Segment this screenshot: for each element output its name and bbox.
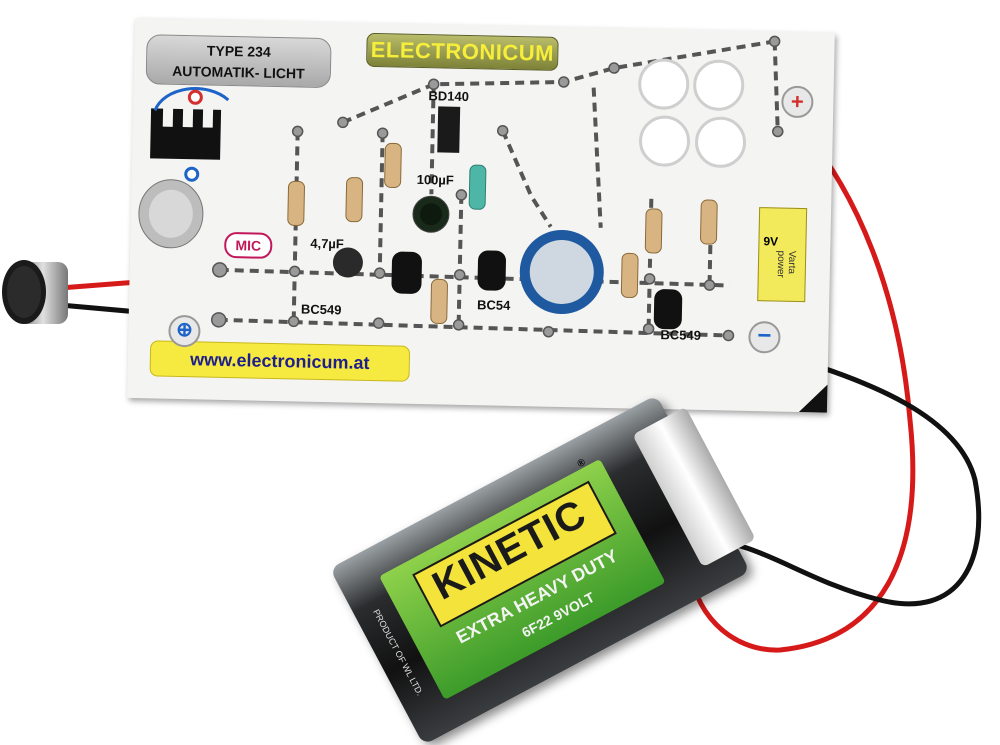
board-battery-voltage: 9V [763, 234, 779, 249]
mic-label: MIC [223, 231, 273, 259]
sound-sensor-icon [150, 87, 230, 182]
title-label: TYPE 234 AUTOMATIK- LICHT [145, 34, 332, 89]
title-line-2: AUTOMATIK- LICHT [172, 62, 305, 82]
board-battery-brand: Varta power [774, 250, 798, 278]
microphone-capsule [2, 260, 68, 324]
bc549-label-3: BC549 [660, 327, 702, 343]
battery-wire-red [687, 113, 916, 653]
brand-label: ELECTRONICUM [366, 32, 559, 71]
bd140-label: BD140 [428, 88, 470, 105]
cap-4-7uf-label: 4,7µF [310, 235, 344, 252]
onboard-microphone [138, 179, 204, 249]
website-label: www.electronicum.at [149, 340, 411, 382]
board-corner-mark [798, 383, 828, 413]
cap-100uf-label: 100µF [416, 171, 454, 188]
battery-wire-black [699, 342, 982, 607]
board-battery-graphic: 9V Varta power [757, 207, 808, 303]
circuit-traces [138, 35, 784, 342]
capacitors [332, 195, 604, 314]
white-leds [638, 58, 747, 168]
resistors [287, 142, 718, 324]
bc549-label-1: BC549 [300, 301, 342, 318]
circuit-board: TYPE 234 AUTOMATIK- LICHT ELECTRONICUM w… [127, 18, 835, 413]
transistors [391, 106, 683, 330]
bc549-label-2: BC54 [476, 297, 511, 313]
